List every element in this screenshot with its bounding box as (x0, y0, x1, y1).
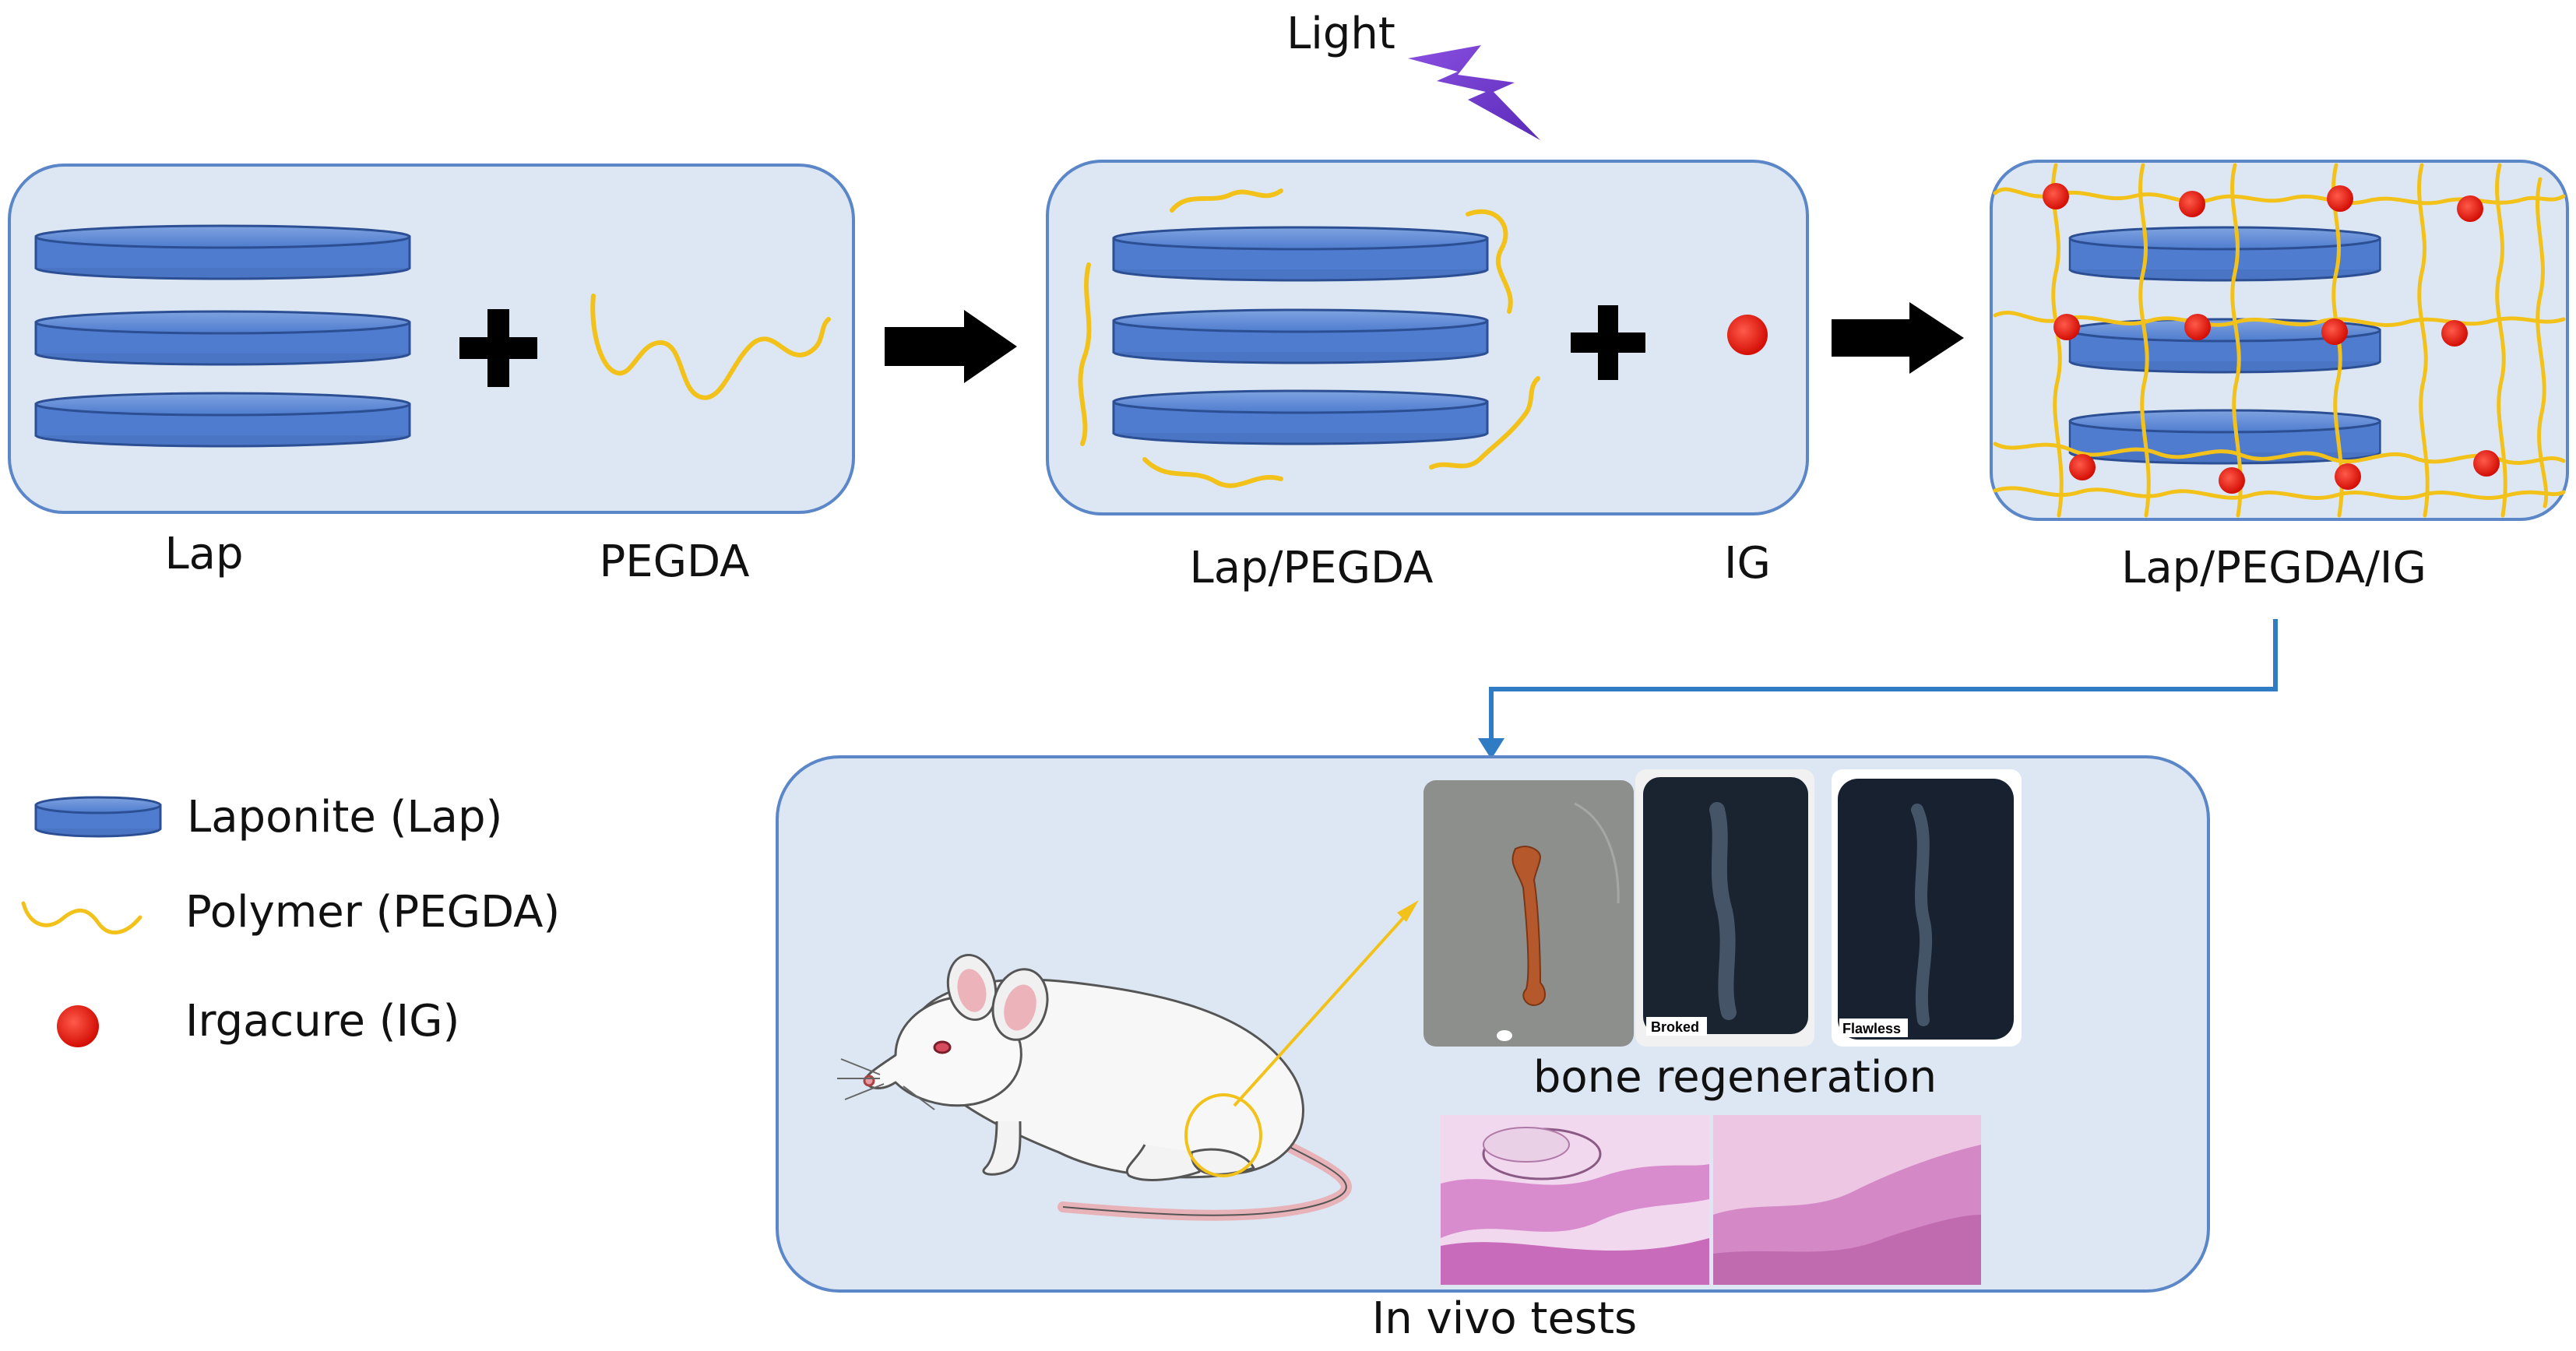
implant-site-marker (1184, 1093, 1262, 1177)
pegda-label: PEGDA (600, 537, 750, 587)
laponite-disc-icon (34, 796, 162, 838)
lap-pegda-ig-label: Lap/PEGDA/IG (2121, 543, 2426, 593)
connector-arrow (1489, 619, 2278, 744)
ig-dot-icon (1727, 315, 1768, 355)
bone-regeneration-label: bone regeneration (1533, 1052, 1937, 1103)
panel-lap-pegda-ig-network (1990, 160, 2569, 521)
pegda-chain-icon (590, 294, 831, 400)
light-bolt-icon (1408, 45, 1540, 140)
lap-pegda-label: Lap/PEGDA (1190, 543, 1434, 593)
rat-illustration (837, 953, 1352, 1221)
legend-label-polymer: Polymer (PEGDA) (185, 887, 560, 938)
in-vivo-panel: Broked Flawless bone regeneration (776, 755, 2210, 1293)
lap-label: Lap (164, 529, 243, 579)
plus-icon (459, 309, 537, 387)
ig-label: IG (1724, 538, 1771, 589)
implant-pointer (1233, 909, 1411, 1107)
implant-pointer-head (1397, 900, 1419, 922)
legend-label-laponite: Laponite (Lap) (187, 792, 502, 843)
light-label: Light (1286, 9, 1395, 59)
panel-lap-pegda-components (8, 164, 855, 514)
xray-broked-image: Broked (1635, 769, 1814, 1047)
in-vivo-tests-label: In vivo tests (1372, 1293, 1637, 1344)
histology-image-1 (1441, 1115, 1709, 1285)
reaction-arrow-1 (885, 310, 1017, 383)
irgacure-crosslink-dots (2043, 183, 2500, 494)
bone-photo (1423, 780, 1634, 1047)
plus-icon (1571, 305, 1645, 380)
legend-label-irgacure: Irgacure (IG) (185, 996, 459, 1047)
broked-label: Broked (1651, 1019, 1699, 1035)
flawless-label: Flawless (1842, 1021, 1901, 1036)
irgacure-dot-icon (57, 1005, 99, 1047)
legend: Laponite (Lap) Polymer (PEGDA) Irgacure … (21, 792, 560, 1047)
histology-image-2 (1713, 1115, 1981, 1285)
polymer-chain-icon (21, 901, 143, 935)
reaction-arrow-2 (1832, 302, 1964, 374)
connector-arrowhead (1478, 738, 1504, 759)
xray-flawless-image: Flawless (1832, 769, 2022, 1047)
panel-lap-pegda-ig-components (1046, 160, 1809, 515)
